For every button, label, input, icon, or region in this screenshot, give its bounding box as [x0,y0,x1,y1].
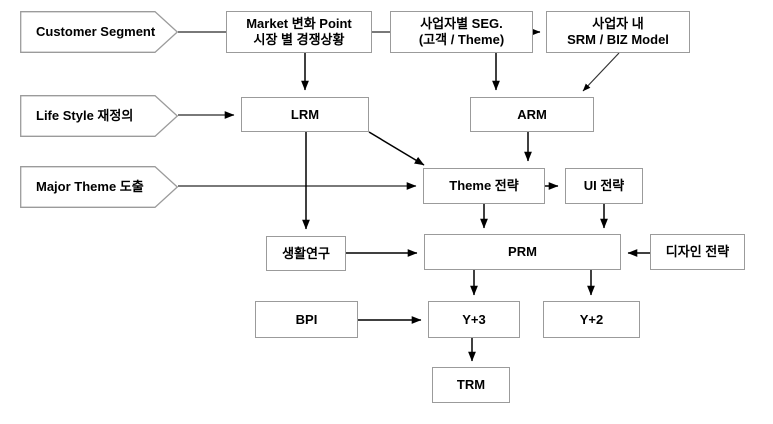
node-biz_srm[interactable]: 사업자 내 SRM / BIZ Model [546,11,690,53]
node-label-ui_strategy: UI 전략 [583,178,625,194]
node-design_strategy[interactable]: 디자인 전략 [650,234,745,270]
node-label-lrm: LRM [290,106,320,122]
node-trm[interactable]: TRM [432,367,510,403]
node-label-y_plus_3: Y+3 [462,311,486,327]
node-market_point[interactable]: Market 변화 Point 시장 별 경쟁상황 [226,11,372,53]
node-life_style[interactable]: Life Style 재정의 [20,95,178,137]
pennant-shape [20,11,178,53]
node-label-biz_seg: 사업자별 SEG. (고객 / Theme) [418,16,505,47]
node-label-bpi: BPI [295,311,318,327]
node-label-y_plus_2: Y+2 [579,311,604,327]
node-life_research[interactable]: 생활연구 [266,236,346,271]
node-label-life_research: 생활연구 [282,245,330,261]
node-y_plus_3[interactable]: Y+3 [428,301,520,338]
node-label-biz_srm: 사업자 내 SRM / BIZ Model [567,16,669,47]
node-label-customer_segment: Customer Segment [36,24,156,40]
edge-lrm-to-theme [368,131,425,166]
node-theme_strategy[interactable]: Theme 전략 [423,168,545,204]
node-label-trm: TRM [456,377,486,393]
node-biz_seg[interactable]: 사업자별 SEG. (고객 / Theme) [390,11,533,53]
node-label-arm: ARM [517,106,547,122]
node-label-prm: PRM [508,244,537,260]
node-customer_segment[interactable]: Customer Segment [20,11,178,53]
node-ui_strategy[interactable]: UI 전략 [565,168,643,204]
node-major_theme[interactable]: Major Theme 도출 [20,166,178,208]
edge-srm-to-arm [582,52,620,92]
node-bpi[interactable]: BPI [255,301,358,338]
node-label-major_theme: Major Theme 도출 [36,179,144,195]
pennant-shape [20,166,178,208]
node-label-theme_strategy: Theme 전략 [449,178,519,194]
node-arm[interactable]: ARM [470,97,594,132]
pennant-shape [20,95,178,137]
node-y_plus_2[interactable]: Y+2 [543,301,640,338]
node-label-market_point: Market 변화 Point 시장 별 경쟁상황 [246,16,352,47]
node-lrm[interactable]: LRM [241,97,369,132]
node-label-life_style: Life Style 재정의 [36,108,134,124]
node-prm[interactable]: PRM [424,234,621,270]
node-label-design_strategy: 디자인 전략 [665,244,730,260]
